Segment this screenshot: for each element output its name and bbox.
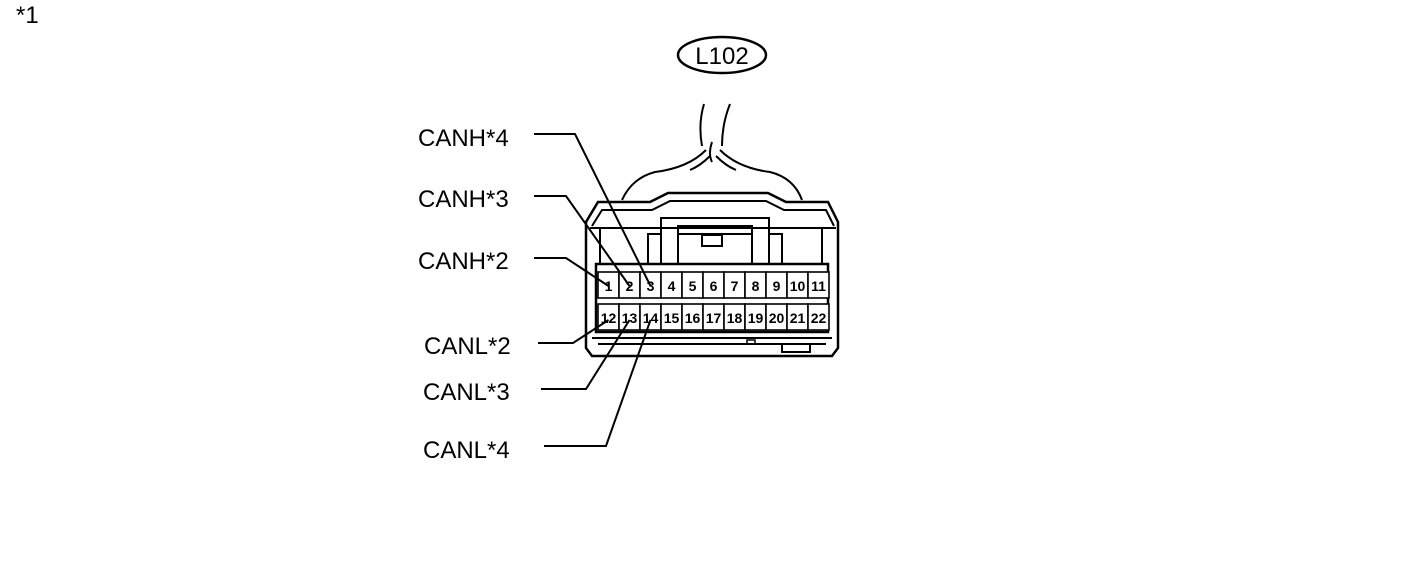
pin-label-canh-3: CANH*3 (418, 186, 509, 213)
pin-number-5: 5 (689, 278, 697, 294)
leader-line-canl-2 (538, 319, 610, 344)
pin-number-19: 19 (748, 310, 764, 326)
pin-number-2: 2 (626, 278, 634, 294)
wire-harness (621, 103, 803, 201)
pin-number-4: 4 (668, 278, 676, 294)
housing-bottom-key-left (746, 339, 756, 345)
connector-id-oval (676, 35, 768, 75)
pin-number-1: 1 (605, 278, 613, 294)
pin-number-22: 22 (811, 310, 827, 326)
housing-latch-inner (677, 225, 753, 264)
harness-wire-right (721, 103, 731, 147)
leader-line-canh-2 (534, 257, 610, 287)
pin-number-3: 3 (647, 278, 655, 294)
pin-number-16: 16 (685, 310, 701, 326)
housing-latch-outer (660, 217, 770, 264)
pin-number-9: 9 (773, 278, 781, 294)
harness-fan-left-inner (689, 155, 711, 171)
pin-number-10: 10 (790, 278, 806, 294)
harness-fan-right-inner (715, 155, 737, 171)
pin-label-canh-4: CANH*4 (418, 125, 509, 152)
harness-fan-right (719, 149, 803, 201)
housing-right-post (769, 233, 783, 264)
pin-number-7: 7 (731, 278, 739, 294)
pin-number-14: 14 (643, 310, 659, 326)
corner-note: *1 (16, 2, 39, 29)
pin-number-21: 21 (790, 310, 806, 326)
harness-wire-left (699, 103, 705, 147)
leader-line-canh-4 (534, 133, 652, 287)
pin-cell-11 (807, 271, 830, 299)
pin-label-canl-2: CANL*2 (424, 333, 511, 360)
harness-fan-left (621, 149, 707, 201)
housing-bottom-key-right (781, 343, 811, 353)
pin-label-canl-4: CANL*4 (423, 437, 510, 464)
housing-top-ridge (591, 200, 835, 227)
leader-line-canl-3 (541, 319, 631, 390)
pin-number-6: 6 (710, 278, 718, 294)
pin-label-canh-2: CANH*2 (418, 248, 509, 275)
pin-cell-22 (807, 303, 830, 331)
housing-left-post (647, 233, 661, 264)
pin-number-18: 18 (727, 310, 743, 326)
pin-number-17: 17 (706, 310, 722, 326)
leader-line-canh-3 (534, 195, 631, 287)
connector-id-label: L102 (695, 43, 748, 70)
pin-number-15: 15 (664, 310, 680, 326)
connector-id-badge: L102 (676, 35, 768, 75)
pin-number-8: 8 (752, 278, 760, 294)
pin-number-13: 13 (622, 310, 638, 326)
pin-number-11: 11 (811, 278, 826, 294)
harness-wire-mid (709, 141, 713, 163)
pin-number-20: 20 (769, 310, 785, 326)
leader-line-canl-4 (544, 319, 652, 447)
pin-label-canl-3: CANL*3 (423, 379, 510, 406)
